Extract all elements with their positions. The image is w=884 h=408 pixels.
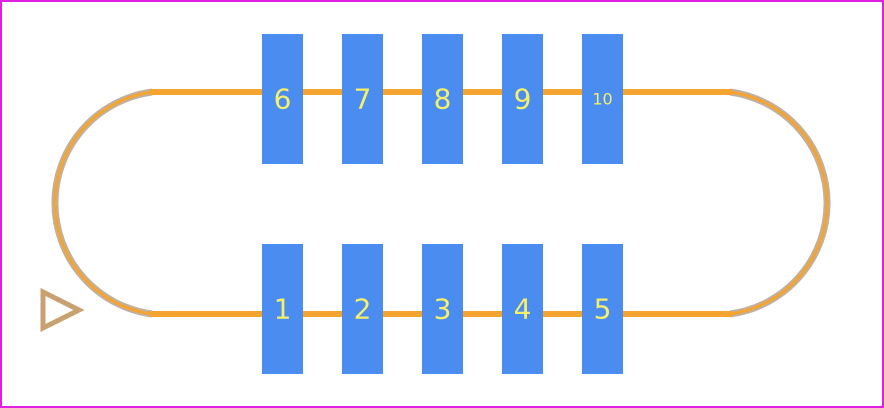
pad-6: 6 <box>262 34 303 164</box>
pad-3: 3 <box>422 244 463 374</box>
pad-rect <box>342 244 383 374</box>
pad-label: 10 <box>592 90 612 109</box>
silkscreen-right-arc <box>729 90 829 316</box>
pad-label: 2 <box>354 293 372 326</box>
pad-rect <box>422 244 463 374</box>
pad-1: 1 <box>262 244 303 374</box>
pad-2: 2 <box>342 244 383 374</box>
pad-5: 5 <box>582 244 623 374</box>
silkscreen-left-arc <box>53 90 153 316</box>
pad-7: 7 <box>342 34 383 164</box>
pad-label: 5 <box>594 293 612 326</box>
pad-label: 7 <box>354 83 372 116</box>
silkscreen-left-arc-edge <box>51 88 153 318</box>
pads-group: 6 7 8 9 10 1 2 3 4 5 <box>262 34 623 374</box>
pad-label: 8 <box>434 83 452 116</box>
pad-4: 4 <box>502 244 543 374</box>
pad-label: 6 <box>274 83 292 116</box>
pad-rect <box>582 34 623 164</box>
pad-rect <box>342 34 383 164</box>
pad-rect <box>502 34 543 164</box>
pad-label: 3 <box>434 293 452 326</box>
pad-label: 9 <box>514 83 532 116</box>
pad-10: 10 <box>582 34 623 164</box>
pad-label: 4 <box>514 293 532 326</box>
pad-8: 8 <box>422 34 463 164</box>
pad-rect <box>502 244 543 374</box>
pad-rect <box>262 34 303 164</box>
pad-label: 1 <box>274 293 292 326</box>
triangle-outline-icon <box>40 287 85 333</box>
pad-rect <box>422 34 463 164</box>
pad-rect <box>262 244 303 374</box>
pad-rect <box>582 244 623 374</box>
silkscreen-right-arc-edge <box>729 88 831 318</box>
pad-9: 9 <box>502 34 543 164</box>
